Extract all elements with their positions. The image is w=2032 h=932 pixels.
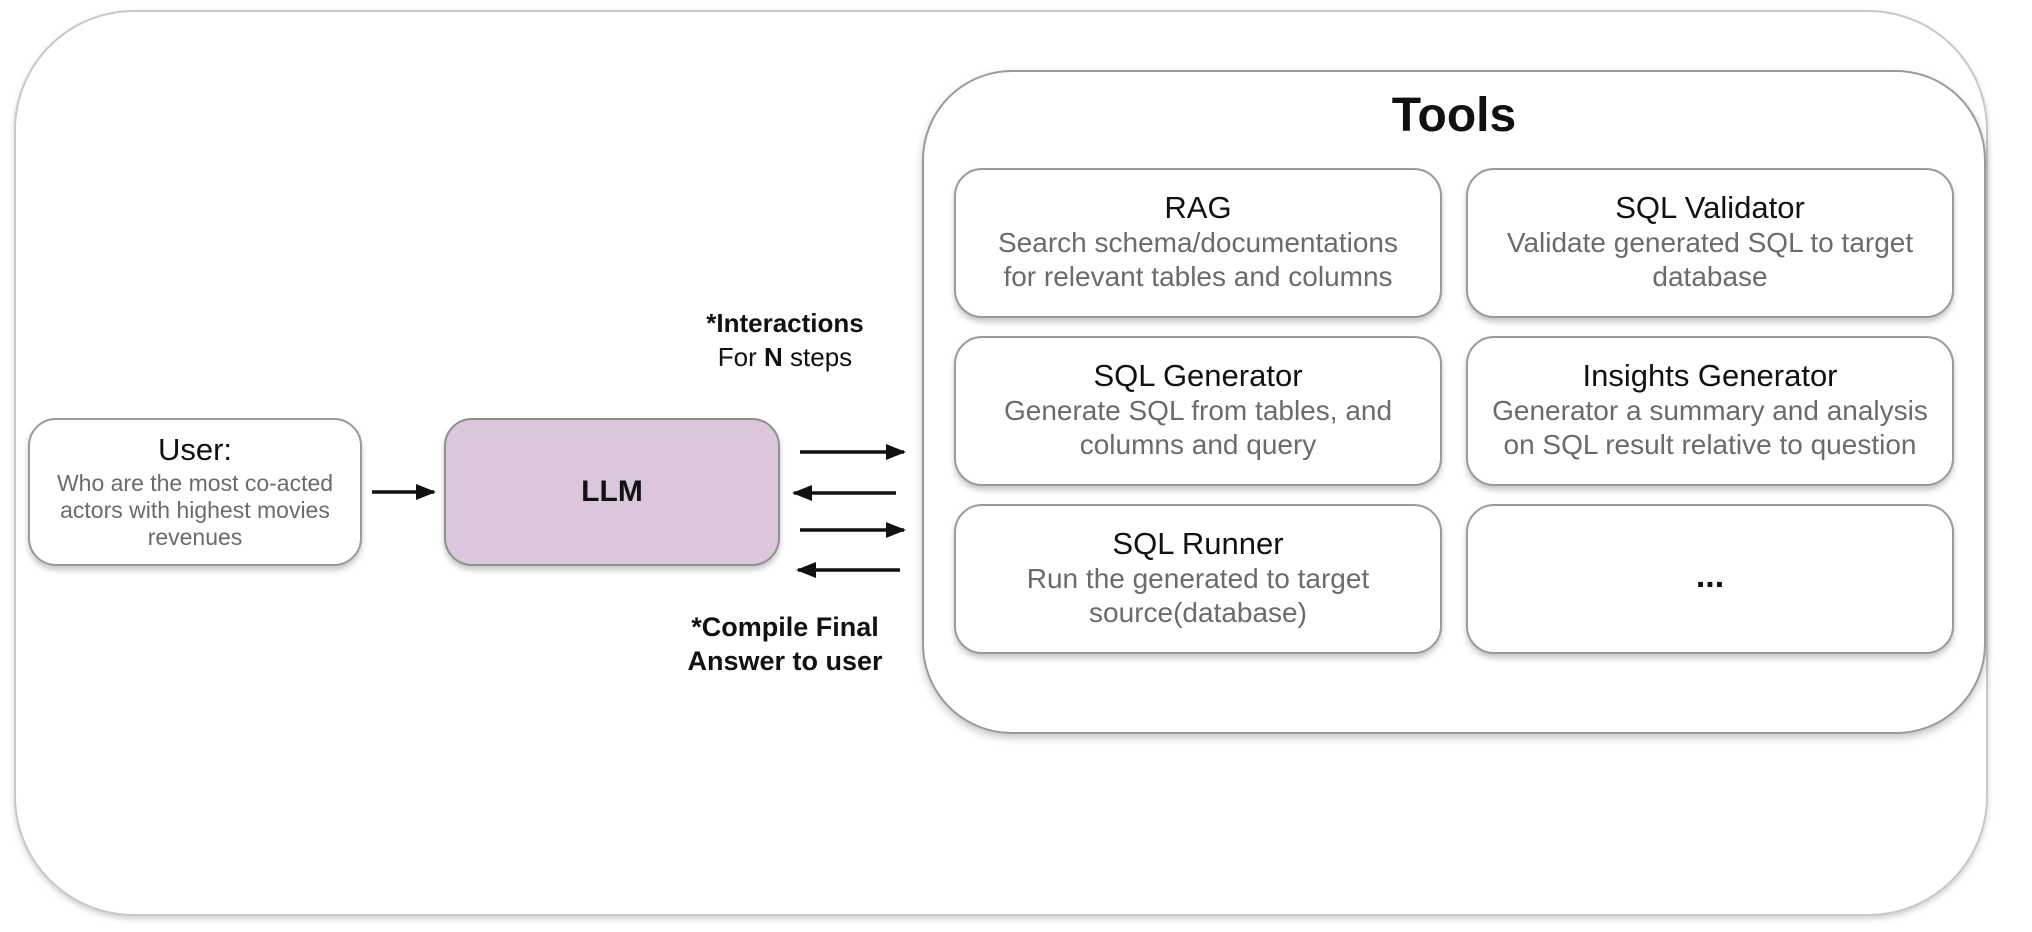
tool-more-label: ...: [1695, 556, 1725, 595]
tool-sql-runner-desc-1: Run the generated to target: [1026, 563, 1370, 594]
steps-prefix: For: [717, 342, 765, 372]
tool-rag-title: RAG: [1164, 190, 1232, 225]
final-answer-annotation: *Compile Final Answer to user: [660, 610, 910, 678]
user-title: User:: [157, 432, 233, 467]
tool-sql-runner-desc-2: source(database): [1089, 597, 1307, 628]
interactions-annotation: *Interactions For N steps: [680, 306, 890, 374]
final-answer-line2: Answer to user: [687, 646, 883, 676]
tool-sql-runner-title: SQL Runner: [1112, 526, 1284, 561]
steps-suffix: steps: [782, 342, 853, 372]
user-box: User: Who are the most co-acted actors w…: [28, 418, 362, 566]
interactions-title: *Interactions: [706, 308, 864, 338]
tool-sql-validator: SQL Validator Validate generated SQL to …: [1466, 168, 1954, 318]
final-answer-line1: *Compile Final: [691, 612, 879, 642]
tool-sql-generator-desc-2: columns and query: [1079, 429, 1317, 460]
tool-sql-validator-desc-2: database: [1652, 261, 1768, 292]
tool-sql-runner: SQL Runner Run the generated to target s…: [954, 504, 1442, 654]
tool-sql-generator: SQL Generator Generate SQL from tables, …: [954, 336, 1442, 486]
tool-sql-generator-desc-1: Generate SQL from tables, and: [1003, 395, 1393, 426]
tool-more: ...: [1466, 504, 1954, 654]
tool-insights-generator-title: Insights Generator: [1582, 358, 1838, 393]
user-question: Who are the most co-acted actors with hi…: [56, 470, 334, 550]
interactions-steps: For N steps: [680, 340, 890, 374]
tools-title: Tools: [1391, 89, 1517, 142]
tool-rag-desc-2: for relevant tables and columns: [1003, 261, 1393, 292]
tool-rag: RAG Search schema/documentations for rel…: [954, 168, 1442, 318]
tool-sql-validator-title: SQL Validator: [1615, 190, 1805, 225]
tool-sql-generator-title: SQL Generator: [1093, 358, 1303, 393]
llm-box: LLM: [444, 418, 780, 566]
tool-insights-generator: Insights Generator Generator a summary a…: [1466, 336, 1954, 486]
tool-insights-generator-desc-1: Generator a summary and analysis: [1492, 395, 1928, 426]
tool-rag-desc-1: Search schema/documentations: [998, 227, 1398, 258]
steps-n: N: [764, 342, 783, 372]
llm-label: LLM: [581, 475, 643, 508]
tool-insights-generator-desc-2: on SQL result relative to question: [1503, 429, 1917, 460]
tool-sql-validator-desc-1: Validate generated SQL to target: [1506, 227, 1914, 258]
